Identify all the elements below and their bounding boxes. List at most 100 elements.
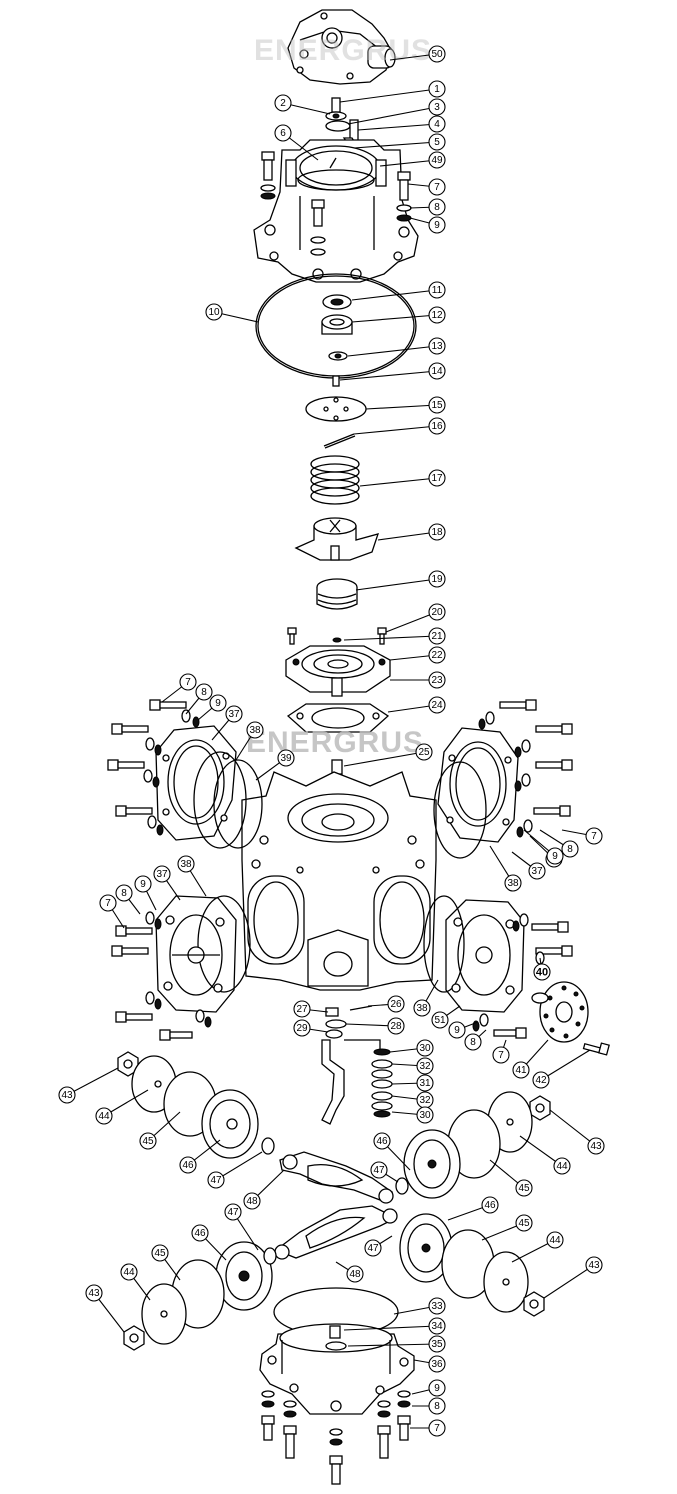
part-bolts-upper-right-group bbox=[478, 699, 573, 838]
callout-number: 8 bbox=[470, 1037, 476, 1048]
callout-circle bbox=[428, 1355, 446, 1373]
callout-number: 2 bbox=[280, 98, 286, 109]
callout-number: 39 bbox=[280, 753, 292, 764]
part-top-cap bbox=[287, 9, 396, 85]
part-spring-cup bbox=[294, 517, 380, 561]
callout-46: 46 bbox=[447, 1196, 499, 1221]
callout-number: 45 bbox=[142, 1136, 154, 1147]
callout-circle bbox=[428, 133, 446, 151]
callout-circle bbox=[387, 1017, 405, 1035]
callout-circle bbox=[428, 570, 446, 588]
callout-13: 13 bbox=[347, 337, 446, 357]
callout-circle bbox=[277, 749, 295, 767]
callout-47: 47 bbox=[364, 1235, 393, 1257]
callout-number: 37 bbox=[531, 866, 543, 877]
callout-circle bbox=[428, 1335, 446, 1353]
callout-1: 1 bbox=[339, 80, 446, 103]
callout-circle bbox=[431, 1011, 449, 1029]
callout-circle bbox=[416, 1074, 434, 1092]
callout-circle bbox=[553, 1157, 571, 1175]
callout-circle bbox=[428, 1397, 446, 1415]
callout-circle bbox=[585, 827, 603, 845]
leader-line bbox=[347, 106, 438, 125]
leader-line bbox=[347, 1343, 438, 1347]
callout-7: 7 bbox=[410, 1419, 446, 1437]
callout-circle bbox=[428, 115, 446, 133]
callout-26: 26 bbox=[367, 995, 405, 1013]
callout-9: 9 bbox=[523, 829, 564, 865]
callout-circle bbox=[504, 874, 522, 892]
callout-circle bbox=[243, 1192, 261, 1210]
callout-circle bbox=[373, 1132, 391, 1150]
callout-circle bbox=[85, 1284, 103, 1302]
callout-number: 49 bbox=[431, 155, 443, 166]
callout-9: 9 bbox=[134, 875, 157, 911]
callout-30: 30 bbox=[389, 1039, 434, 1057]
callout-circle bbox=[139, 1132, 157, 1150]
callout-number: 8 bbox=[567, 844, 573, 855]
callout-number: 7 bbox=[105, 898, 111, 909]
callout-number: 47 bbox=[210, 1175, 222, 1186]
part-bottom-housing bbox=[259, 1287, 415, 1415]
part-side-bolt bbox=[582, 1042, 610, 1056]
leader-line bbox=[215, 1151, 263, 1181]
callout-9: 9 bbox=[411, 1379, 446, 1397]
callout-38: 38 bbox=[413, 979, 439, 1017]
callout-circle bbox=[532, 1071, 550, 1089]
part-diaphragm-set-left-lower bbox=[123, 1241, 277, 1351]
part-connecting-rod-upper bbox=[279, 1151, 394, 1204]
callout-circle bbox=[415, 743, 433, 761]
callout-circle bbox=[428, 1379, 446, 1397]
leader-line bbox=[540, 1049, 591, 1081]
callout-circle bbox=[512, 1061, 530, 1079]
callout-circle bbox=[428, 306, 446, 324]
callout-circle bbox=[416, 1039, 434, 1057]
callout-circle bbox=[209, 694, 227, 712]
callout-number: 9 bbox=[454, 1025, 460, 1036]
callout-number: 9 bbox=[140, 879, 146, 890]
callout-number: 24 bbox=[431, 700, 443, 711]
watermark-text-top: ENERGRUS bbox=[254, 34, 432, 67]
callout-number: 18 bbox=[431, 527, 443, 538]
callout-circle bbox=[561, 840, 579, 858]
callout-circle bbox=[428, 45, 446, 63]
callout-37: 37 bbox=[511, 851, 546, 880]
callout-number: 3 bbox=[434, 102, 440, 113]
part-bolts-upper-left bbox=[260, 151, 325, 227]
callout-circle bbox=[428, 198, 446, 216]
callout-number: 47 bbox=[373, 1165, 385, 1176]
callout-number: 9 bbox=[552, 851, 558, 862]
callout-50: 50 bbox=[389, 45, 446, 63]
leader-line bbox=[379, 159, 438, 167]
callout-number: 36 bbox=[431, 1359, 443, 1370]
leader-line bbox=[357, 123, 438, 131]
callout-number: 33 bbox=[431, 1301, 443, 1312]
callout-circle bbox=[515, 1179, 533, 1197]
callout-48: 48 bbox=[243, 1169, 285, 1210]
callout-circle bbox=[428, 1317, 446, 1335]
callout-number: 7 bbox=[434, 182, 440, 193]
part-upper-housing bbox=[253, 139, 419, 283]
callout-circle bbox=[428, 646, 446, 664]
leader-line bbox=[351, 314, 438, 323]
callout-circle bbox=[528, 862, 546, 880]
callout-number: 32 bbox=[419, 1095, 431, 1106]
leader-line bbox=[353, 141, 438, 149]
callout-38: 38 bbox=[489, 845, 522, 892]
leader-line bbox=[343, 751, 425, 767]
callout-number: 7 bbox=[434, 1423, 440, 1434]
part-shaft-pins bbox=[321, 1005, 373, 1125]
callout-number: 14 bbox=[431, 366, 443, 377]
callout-44: 44 bbox=[120, 1263, 151, 1301]
callout-45: 45 bbox=[489, 1159, 533, 1197]
callout-number: 42 bbox=[535, 1075, 547, 1086]
callout-25: 25 bbox=[343, 743, 433, 767]
callout-circle bbox=[370, 1161, 388, 1179]
callout-circle bbox=[416, 1106, 434, 1124]
callout-circle bbox=[413, 999, 431, 1017]
leader-line bbox=[66, 1067, 119, 1096]
callout-number: 7 bbox=[591, 831, 597, 842]
callout-number: 4 bbox=[434, 119, 440, 130]
callout-circle bbox=[151, 1244, 169, 1262]
callout-number: 6 bbox=[280, 128, 286, 139]
